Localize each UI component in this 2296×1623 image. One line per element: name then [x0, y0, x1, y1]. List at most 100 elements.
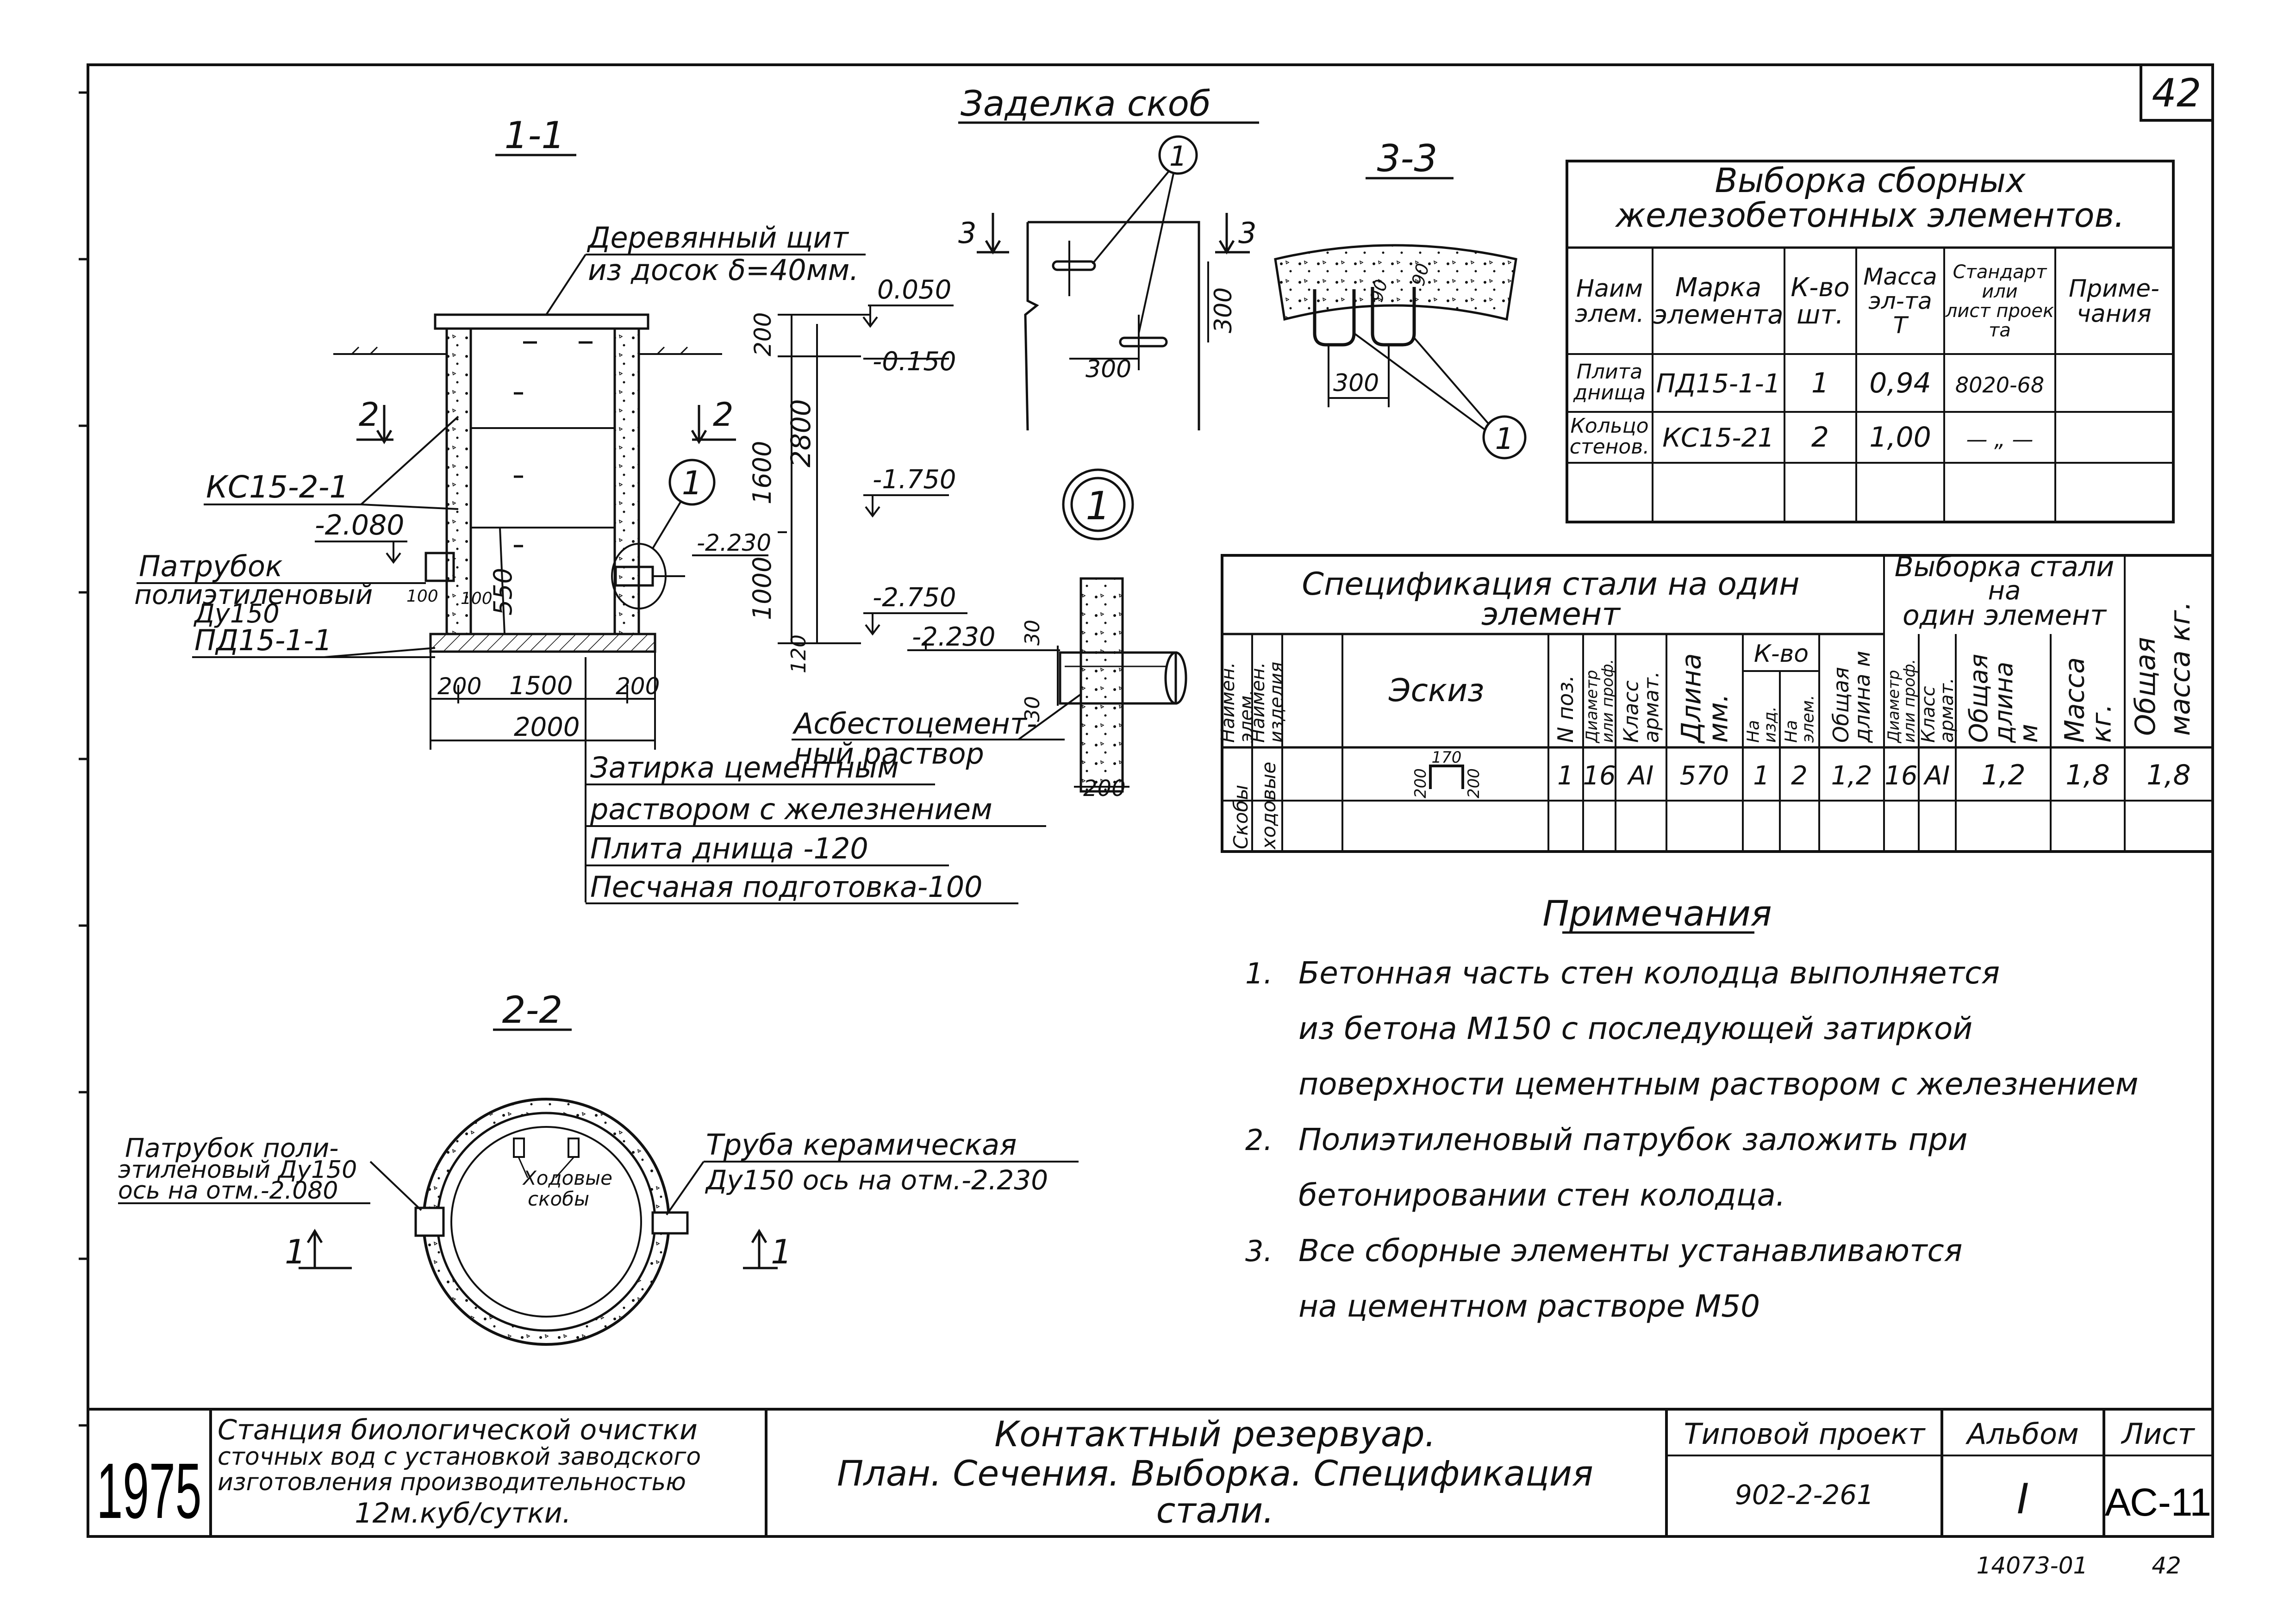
- left-wall: [445, 327, 472, 635]
- sel-header-3-1: эл-та: [1868, 288, 1932, 315]
- nozzle-dim-2: 100: [461, 589, 493, 608]
- steel-h-elem-1: элем.: [1236, 690, 1257, 743]
- sel-header-5-0: Приме-: [2069, 275, 2159, 303]
- steel-row-qb: 2: [1791, 761, 1808, 791]
- tb-year: 1975: [97, 1447, 202, 1535]
- steel-h-qty: К-во: [1754, 640, 1809, 668]
- detail-1: 1 -2.230 30 30 200 Асбестоцемент- ный ра…: [792, 468, 1187, 802]
- stamp-number: 14073-01: [1977, 1552, 2088, 1579]
- sel-title-1: Выборка сборных: [1715, 161, 2026, 200]
- note-1-num: 2.: [1245, 1123, 1273, 1157]
- cut-2-left: 2: [359, 396, 380, 434]
- steel-row-d2: 16: [1884, 761, 1917, 791]
- steel-h-qb-1: элем.: [1799, 695, 1818, 743]
- sel-headers: Наимэлем.МаркаэлементаК-вошт.Массаэл-таТ…: [1575, 261, 2159, 341]
- binding-ticks: [79, 91, 88, 1427]
- sel-header-4-0: Стандарт: [1953, 261, 2047, 283]
- tb-org-3: изготовления производительностью: [218, 1468, 686, 1496]
- steel-h-totlen-0: Общая: [1828, 667, 1853, 743]
- dim-b2000: 2000: [514, 712, 580, 742]
- detail-1-level: -2.230: [912, 622, 996, 652]
- steel-row-cls: АI: [1627, 761, 1654, 791]
- section-3-3-title: 3-3: [1377, 137, 1438, 180]
- level-0050-text: 0.050: [877, 275, 951, 305]
- note-0-line-1: из бетона М150 с последующей затиркой: [1298, 1011, 1972, 1046]
- note-2-num: 3.: [1245, 1234, 1273, 1268]
- construction-note-2: раствором с железнением: [590, 792, 992, 826]
- steel-h-mass-1: кг.: [2085, 704, 2117, 743]
- steel-row-sk-c: 200: [1465, 768, 1483, 798]
- steel-row-name-0: Скобы: [1229, 785, 1252, 849]
- tb-org-4: 12м.куб/сутки.: [355, 1497, 571, 1530]
- steel-row-sk-a: 200: [1411, 768, 1430, 798]
- steel-row-mass: 1,8: [2065, 759, 2109, 791]
- level-0150-text: -0.150: [873, 347, 956, 377]
- sel-row-1-mark: КС15-21: [1662, 423, 1774, 453]
- sel-row-0-mark: ПД15-1-1: [1656, 369, 1781, 399]
- nozzle-dim-1: 100: [406, 587, 438, 606]
- dim-1600: 1600: [748, 441, 777, 504]
- s22-pipe-2: Ду150 ось на отм.-2.230: [705, 1164, 1048, 1196]
- embed-title: Заделка скоб: [961, 83, 1211, 124]
- steps-label-1: Ходовые: [522, 1167, 612, 1189]
- detail-1-dim-200: 200: [1083, 776, 1126, 802]
- tb-org-2: сточных вод с установкой заводского: [218, 1443, 701, 1471]
- detail-1-dim-30a: 30: [1021, 620, 1044, 646]
- bracket-sketch: [1429, 765, 1464, 789]
- level-2230: -2.230: [692, 529, 771, 556]
- sel-header-4-3: та: [1989, 320, 2011, 341]
- callout-1: 1: [682, 464, 703, 502]
- sel-row-0-std: 8020-68: [1955, 373, 2044, 398]
- level-2080: -2.080: [315, 509, 404, 541]
- steel-h-d2-1: или проф.: [1900, 659, 1919, 743]
- steel-row-total: 1,8: [2146, 759, 2190, 791]
- sel-header-4-1: или: [1982, 281, 2018, 302]
- plate-label: ПД15-1-1: [194, 623, 332, 657]
- note-0-line-0: Бетонная часть стен колодца выполняется: [1298, 955, 2000, 991]
- steel-row-pos: 1: [1557, 761, 1574, 791]
- steel-h-cls2-1: армат.: [1936, 678, 1958, 743]
- tb-title-1: Контактный резервуар.: [994, 1413, 1436, 1455]
- steps-label-2: скобы: [528, 1188, 589, 1210]
- cut-2-right: 2: [713, 396, 734, 434]
- steel-title2-3: один элемент: [1903, 599, 2107, 632]
- s22-nozzle-2: этиленовый Ду150: [118, 1156, 357, 1184]
- section-1-1: 1-1 2 2 Деревянный щит из: [134, 114, 1046, 904]
- steel-h-sketch: Эскиз: [1388, 672, 1484, 709]
- s22-cut-right: 1: [771, 1232, 792, 1271]
- steel-h-len-0: Длина: [1675, 653, 1707, 744]
- dim-1000: 1000: [748, 557, 777, 620]
- steel-row-len: 570: [1680, 761, 1729, 791]
- embed-detail: Заделка скоб 1 300 300 3 3: [958, 83, 1259, 431]
- dim-b1500: 1500: [509, 671, 573, 700]
- steel-h-item-0: Наимен.: [1248, 662, 1269, 743]
- steel-h-len-1: мм.: [1702, 694, 1734, 743]
- steel-h-totlen2-0: Общая: [1964, 654, 1993, 743]
- detail-1-wall: [1079, 577, 1124, 793]
- dim-2800: 2800: [785, 399, 817, 467]
- tb-title-3: стали.: [1156, 1490, 1274, 1531]
- steel-h-item-1: изделия: [1266, 662, 1287, 743]
- tb-album-label: Альбом: [1965, 1417, 2079, 1451]
- notes-list: 1. Бетонная часть стен колодца выполняетс…: [1245, 955, 2138, 1324]
- steel-h-cls-0: Класс: [1619, 680, 1643, 743]
- steel-total-head-1: Общая: [2129, 637, 2162, 736]
- nozzle-label-1: Патрубок: [139, 549, 283, 583]
- sel-row-1-name-1: стенов.: [1570, 435, 1650, 459]
- sel-header-2-1: шт.: [1797, 300, 1844, 330]
- s22-nozzle-1: Патрубок поли-: [125, 1133, 338, 1163]
- note-0-num: 1.: [1245, 957, 1273, 990]
- note-1-line-1: бетонировании стен колодца.: [1298, 1177, 1785, 1213]
- s22-nozzle-3: ось на отм.-2.080: [118, 1177, 338, 1205]
- steel-h-diam-1: или проф.: [1598, 659, 1617, 743]
- sel-title-2: железобетонных элементов.: [1615, 196, 2125, 235]
- level-2750-text: -2.750: [873, 583, 956, 613]
- steel-row-name-1: ходовые: [1257, 762, 1280, 850]
- sel-row-1-mass: 1,00: [1869, 421, 1931, 454]
- steel-h-qa-0: На: [1744, 720, 1763, 743]
- steel-total-head-2: масса кг.: [2164, 601, 2196, 736]
- construction-note-3: Плита днища -120: [590, 832, 868, 865]
